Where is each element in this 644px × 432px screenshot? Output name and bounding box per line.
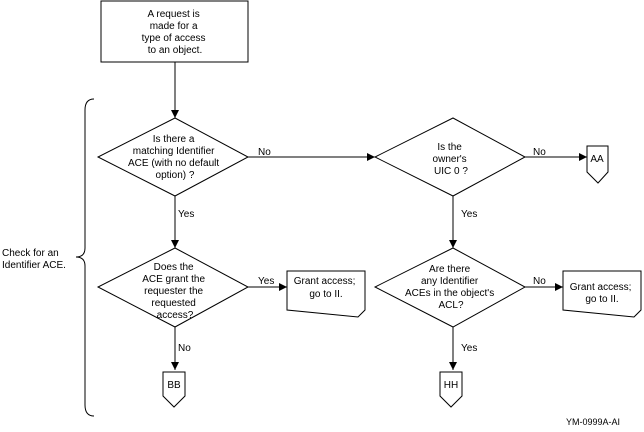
edge-label-owner-yes: Yes [461, 209, 477, 220]
edge-label-owner-no: No [533, 147, 546, 158]
decision-matching-identifier-ace [96, 117, 250, 197]
connector-hh [439, 371, 463, 408]
connector-bb [162, 371, 186, 408]
connector-bb-label: BB [167, 380, 181, 391]
grant-access-box-right-text: Grant access; go to II. [570, 282, 634, 305]
decision-matching-identifier-ace-text: Is there a matching Identifier ACE (with… [128, 134, 222, 181]
edge-label-grant-no: No [178, 343, 191, 354]
edge-label-grant-yes: Yes [258, 276, 274, 287]
connector-aa-label: AA [590, 154, 604, 165]
decision-owner-uic [373, 117, 527, 197]
grant-access-box-right [562, 270, 642, 318]
figure-id: YM-0999A-AI [566, 417, 620, 427]
connector-hh-label: HH [444, 380, 458, 391]
edge-label-matching-no: No [258, 147, 271, 158]
edge-label-any-no: No [533, 276, 546, 287]
grant-access-box-left-text: Grant access; go to II. [294, 276, 358, 300]
decision-ace-grant-text: Does the ACE grant the requester the req… [142, 262, 208, 321]
request-box-text: A request is made for a type of access t… [142, 9, 209, 56]
connector-aa [586, 145, 609, 184]
edge-label-matching-yes: Yes [178, 209, 194, 220]
edge-label-any-yes: Yes [461, 343, 477, 354]
left-brace [75, 98, 95, 417]
grant-access-box-left [286, 270, 366, 318]
side-label: Check for an Identifier ACE. [2, 248, 66, 271]
decision-ace-grant [96, 247, 250, 328]
decision-owner-uic-text: Is the owner's UIC 0 ? [433, 142, 470, 177]
decision-any-identifier-aces-text: Are there any Identifier ACEs in the obj… [405, 264, 497, 311]
decision-any-identifier-aces [373, 247, 527, 328]
request-box [100, 0, 249, 63]
